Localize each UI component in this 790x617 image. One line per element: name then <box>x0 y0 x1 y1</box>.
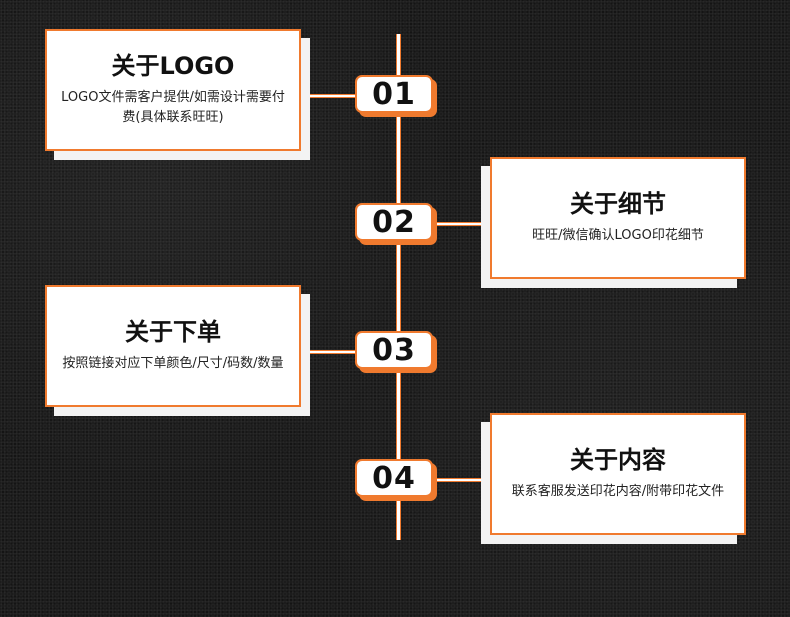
step-title: 关于细节 <box>570 190 666 218</box>
step-description: 按照链接对应下单颜色/尺寸/码数/数量 <box>62 356 284 371</box>
connector-line <box>436 478 484 482</box>
connector-line <box>436 222 484 226</box>
step-number-badge: 04 <box>355 459 433 497</box>
step-card-logo: 关于LOGO LOGO文件需客户提供/如需设计需要付费(具体联系旺旺) <box>45 29 301 151</box>
step-card-detail: 关于细节 旺旺/微信确认LOGO印花细节 <box>490 157 746 279</box>
step-description: 联系客服发送印花内容/附带印花文件 <box>511 484 725 499</box>
connector-line <box>300 350 358 354</box>
step-description: LOGO文件需客户提供/如需设计需要付费(具体联系旺旺) <box>61 90 285 125</box>
step-title: 关于内容 <box>570 446 666 474</box>
step-title: 关于LOGO <box>111 52 235 80</box>
step-number-badge: 02 <box>355 203 433 241</box>
step-number-badge: 03 <box>355 331 433 369</box>
step-description: 旺旺/微信确认LOGO印花细节 <box>532 228 704 243</box>
step-card-content: 关于内容 联系客服发送印花内容/附带印花文件 <box>490 413 746 535</box>
step-title: 关于下单 <box>125 318 221 346</box>
timeline-spine <box>396 34 401 540</box>
step-number-badge: 01 <box>355 75 433 113</box>
step-card-order: 关于下单 按照链接对应下单颜色/尺寸/码数/数量 <box>45 285 301 407</box>
connector-line <box>300 94 358 98</box>
